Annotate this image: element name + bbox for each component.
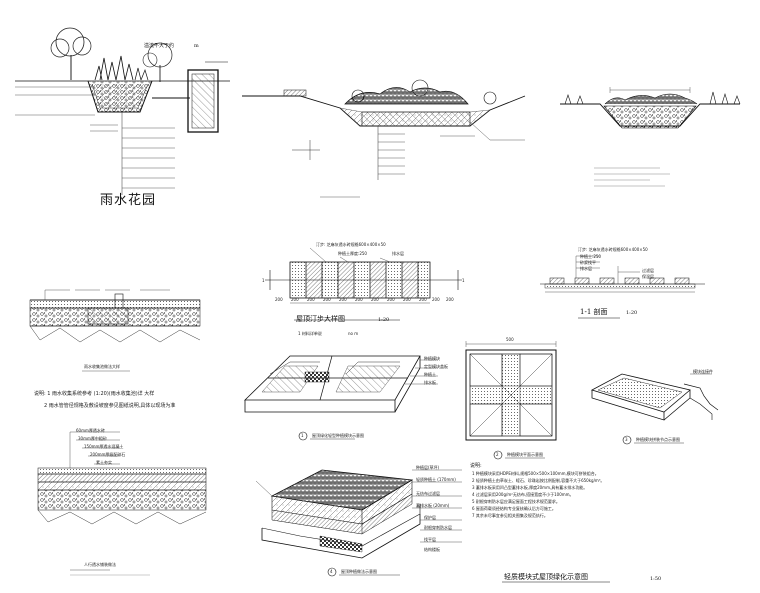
stepping-plan-note-suffix: no m (348, 331, 359, 336)
dim-label: 200 (307, 297, 315, 302)
stepping-callout-c: 排水层 (392, 251, 404, 256)
section-callout-d: 排水层 (580, 266, 592, 271)
dim-label: 200 (419, 297, 427, 302)
dim-label: 200 (275, 297, 283, 302)
dim-label: 200 (403, 297, 411, 302)
iso4-callout: 耐根穿刺防水层 (424, 525, 452, 530)
stepping-plan-scale: 1:20 (378, 317, 390, 323)
layers-section-left (37, 431, 207, 576)
pavement-title: 雨水收集池做法大样 (84, 364, 120, 369)
iso4-callout: 结构楼板 (424, 547, 440, 552)
iso3-callout: 模块连接件 (693, 369, 713, 374)
dim-label: 200 (291, 297, 299, 302)
stepping-plan-note: 1 材料详单说 (298, 331, 322, 336)
iso4-callout: 保护层 (424, 515, 436, 520)
layer-label: 60mm厚透水砖 (76, 428, 105, 433)
ditch-section (560, 87, 741, 187)
notes-line: 1 种植模块采用HDPE材料,规格500×500×100mm,模块可拼装组合。 (472, 471, 599, 476)
iso4-callout: 找平层 (424, 537, 436, 542)
notes-line: 4 过滤层采用200g/m²无纺布,搭接宽度不小于100mm。 (472, 492, 574, 497)
sheet-scale: 1:50 (650, 576, 662, 582)
plan2-caption: 种植模块平面示意图 (507, 452, 543, 457)
pavement-note-1: 说明: 1 雨水收集系统参考 (1:20)(雨水收集池)详 大样 (34, 391, 155, 397)
layer-label: 200mm厚级配碎石 (90, 452, 126, 457)
iso1-callout: 种植土 (424, 372, 436, 377)
section-callout-a: 汀步: 芝麻灰透水砖规格600×400×50 (578, 247, 648, 252)
rain-garden-title: 雨水花园 (100, 193, 157, 208)
module-plan (465, 341, 557, 460)
module-node-iso (590, 373, 719, 445)
dim-label: 200 (355, 297, 363, 302)
notes-line: 5 耐根穿刺防水层应满足屋面工程技术规范要求。 (472, 499, 560, 504)
sheet-title: 轻质模块式屋顶绿化示意图 (504, 573, 588, 581)
plan2-dim: 500 (506, 337, 514, 342)
layer-label: 150mm厚透水混凝土 (84, 444, 124, 449)
iso4-caption: 屋顶种植做法示意图 (341, 569, 377, 574)
notes-line: 7 其余未尽事宜参见相关图集及规范执行。 (472, 513, 548, 518)
green-roof-iso (255, 469, 462, 577)
iso1-callout: 定型模块盖板 (424, 364, 448, 369)
layer-label: 素土夯实 (96, 460, 112, 465)
layer-label: 30mm厚中粗砂 (78, 436, 107, 441)
overflow-unit: m (194, 43, 199, 49)
pavement-section-left (29, 289, 201, 372)
iso4-number: 4 (330, 569, 333, 574)
iso1-number: 1 (301, 433, 304, 438)
stepping-plan (265, 247, 462, 321)
section-marker-right: 1 (462, 278, 465, 283)
section-callout-c: 砂浆找平 (580, 260, 596, 265)
section-callout-e: 过滤层 (642, 268, 654, 273)
pavement-note-2: 2 雨水管管径规格及敷设坡度参见图纸说明,具体以现场为准 (44, 403, 176, 409)
dim-label: 200 (387, 297, 395, 302)
section-marker-left: 1 (262, 278, 265, 283)
notes-line: 3 蓄排水板采用凹凸型蓄排水板,厚度20mm,具有蓄水排水功能。 (472, 485, 588, 490)
notes-heading: 说明: (470, 463, 482, 469)
iso3-number: 3 (625, 437, 628, 442)
section-1-1-title: 1-1 剖面 (580, 308, 608, 316)
iso4-callout: 种植层(草坪) (416, 465, 440, 470)
tree-illustration (50, 27, 173, 82)
section-1-1-scale: 1:20 (626, 310, 638, 316)
dim-label: 200 (371, 297, 379, 302)
dim-label: 200 (432, 297, 440, 302)
stepping-callout-a: 汀步: 芝麻灰透水砖规格600×400×50 (316, 242, 386, 247)
iso4-callout: 蓄排水板 (20mm) (416, 503, 450, 508)
iso1-callout: 种植模块 (424, 356, 440, 361)
bioswale-section (242, 79, 526, 198)
iso4-callout: 轻质种植土 (170mm) (416, 477, 456, 482)
section-1-1 (540, 255, 705, 319)
dim-label: 200 (446, 297, 454, 302)
iso4-callout: 无纺布过滤层 (416, 491, 440, 496)
notes-line: 2 轻质种植土由草炭土、蛭石、珍珠岩按比例配制,容重不大于650kg/m³。 (472, 478, 605, 483)
stepping-callout-b: 种植土厚度:250 (338, 251, 367, 256)
plan2-number: 2 (496, 452, 499, 457)
stepping-plan-title: 屋顶汀步大样图 (296, 315, 345, 323)
dim-label: 200 (339, 297, 347, 302)
iso1-callout: 排水板 (424, 380, 436, 385)
iso3-caption: 种植模块拼装节点示意图 (636, 437, 680, 442)
iso1-caption: 屋顶绿化轻型种植模块示意图 (312, 433, 364, 438)
rain-garden-section (15, 27, 230, 195)
layers-title: 人行透水铺装做法 (84, 562, 116, 567)
iso-module-tray (244, 355, 438, 441)
notes-line: 6 屋面荷载须经结构专业复核确认后方可施工。 (472, 506, 556, 511)
dim-label: 200 (323, 297, 331, 302)
section-callout-f: 保温层 (642, 274, 654, 279)
section-callout-b: 种植土:250 (580, 254, 601, 259)
overflow-note: 溢流不大于约 (144, 43, 175, 49)
